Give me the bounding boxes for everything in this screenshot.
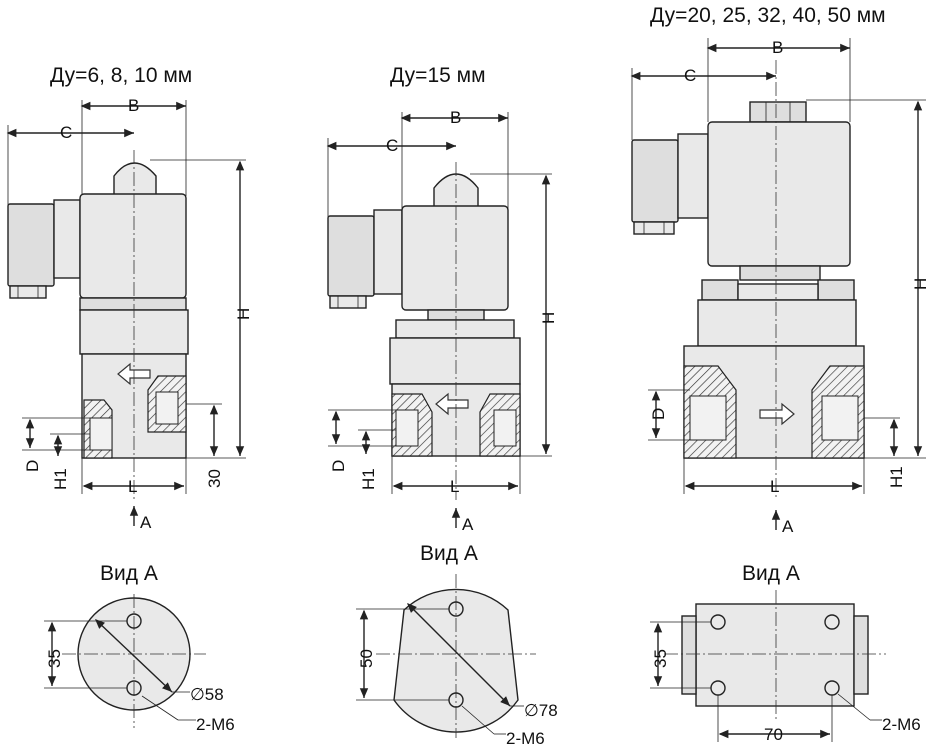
title-large: Ду=20, 25, 32, 40, 50 мм: [650, 4, 886, 27]
dim-h-large: H: [911, 278, 930, 290]
dim-d-large: D: [649, 408, 668, 420]
view-small-holes: 2-М6: [196, 715, 235, 734]
dim-c-large: C: [684, 66, 696, 85]
title-small: Ду=6, 8, 10 мм: [50, 64, 192, 87]
valve-small: Ду=6, 8, 10 мм B C H: [6, 64, 253, 532]
dim-d-small: D: [23, 460, 42, 472]
view-large-width: 70: [764, 725, 783, 744]
dim-b-small: B: [128, 96, 139, 115]
dim-30-small: 30: [205, 469, 224, 488]
dim-d-medium: D: [329, 460, 348, 472]
view-label-large: Вид А: [742, 562, 800, 585]
valve-large: Ду=20, 25, 32, 40, 50 мм B C: [630, 4, 930, 536]
dim-c-small: C: [60, 123, 72, 142]
view-large-holes: 2-М6: [882, 715, 921, 734]
view-a-small: Вид А 35 ∅58 2-М6: [44, 562, 235, 734]
title-medium: Ду=15 мм: [390, 64, 486, 87]
view-a-medium: Вид А 50 ∅78 2-М6: [356, 542, 558, 748]
view-small-dia: ∅58: [190, 685, 224, 704]
view-a-large: Вид А 35 70 2-М6: [650, 562, 921, 744]
dim-h1-medium: H1: [359, 468, 378, 490]
dim-h1-small: H1: [51, 468, 70, 490]
valve-medium: Ду=15 мм B C H: [326, 64, 558, 534]
view-arrow-small: A: [140, 513, 152, 532]
view-medium-height: 50: [357, 649, 376, 668]
dim-b-medium: B: [450, 108, 461, 127]
view-medium-dia: ∅78: [524, 701, 558, 720]
view-large-height: 35: [651, 649, 670, 668]
dim-b-large: B: [772, 38, 783, 57]
dim-h-medium: H: [539, 312, 558, 324]
view-arrow-medium: A: [462, 515, 474, 534]
view-small-height: 35: [45, 649, 64, 668]
dim-h-small: H: [234, 308, 253, 320]
view-medium-holes: 2-М6: [506, 729, 545, 748]
view-arrow-large: A: [782, 517, 794, 536]
view-label-medium: Вид А: [420, 542, 478, 565]
view-label-small: Вид А: [100, 562, 158, 585]
dim-l-medium: L: [450, 477, 459, 496]
dim-l-large: L: [770, 477, 779, 496]
dim-c-medium: C: [386, 136, 398, 155]
dim-h1-large: H1: [887, 466, 906, 488]
dim-l-small: L: [128, 477, 137, 496]
